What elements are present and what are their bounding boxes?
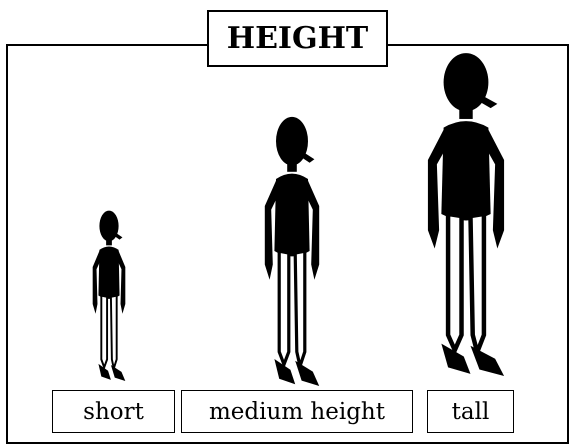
diagram-title: HEIGHT <box>207 10 388 67</box>
tall-person-icon <box>428 53 504 376</box>
short-person-icon <box>91 209 127 383</box>
label-medium-height: medium height <box>181 390 413 433</box>
label-tall: tall <box>427 390 514 433</box>
label-short: short <box>52 390 175 433</box>
medium-person-icon <box>262 115 322 388</box>
